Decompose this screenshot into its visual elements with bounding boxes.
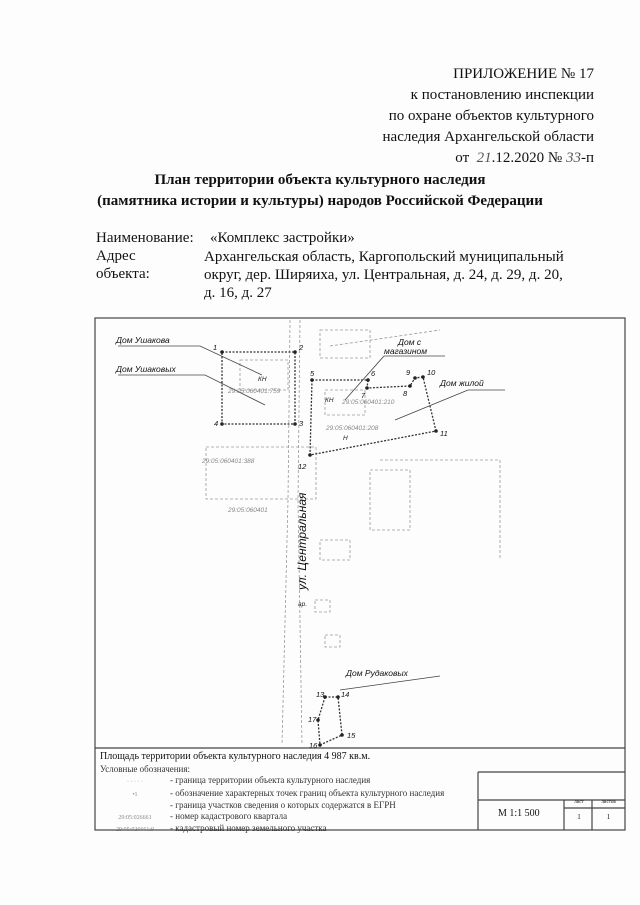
point-label: 9 [406, 368, 411, 377]
legend-text: - номер кадастрового квартала [170, 810, 288, 821]
legend-text: - граница территории объекта культурного… [170, 775, 371, 785]
legend: · · · · · - граница территории объекта ку… [100, 775, 444, 836]
legend-title: Условные обозначения: [100, 764, 191, 774]
sheet-label: лист [574, 800, 584, 805]
legend-symbol: 29:05:026661 [118, 814, 152, 821]
date-day: 21 [476, 150, 492, 166]
heritage-boundary [221, 351, 437, 746]
legend-text: - кадастровый номер земельного участка [170, 823, 327, 833]
road-abbr: ар. [298, 601, 307, 608]
page-title: План территории объекта культурного насл… [154, 172, 486, 188]
header-date: от 21.12.2020 № 33-п [383, 148, 594, 169]
address-line: округ, дер. Ширяиха, ул. Центральная, д.… [204, 267, 563, 283]
n-mark: Н [343, 435, 348, 442]
point-label: 17 [308, 715, 317, 724]
sheets-label: листов [601, 800, 616, 805]
name-label: Наименование: [96, 230, 194, 246]
point-label: 6 [371, 369, 376, 378]
legend-symbol: · · · · · [127, 779, 143, 785]
cadastral-388: 29:05:060401:388 [201, 458, 255, 465]
label-dom-zhiloy: Дом жилой [439, 378, 484, 388]
label-dom-s-magazinom: Дом с [397, 337, 422, 347]
area-text: Площадь территории объекта культурного н… [100, 751, 371, 762]
header-line: к постановлению инспекции [410, 87, 594, 103]
cadastral-759: 29:05:060401:759 [227, 388, 281, 395]
name-value: «Комплекс застройки» [210, 230, 355, 246]
legend-item: - граница участков сведения о которых со… [100, 800, 444, 811]
address-line: д. 16, д. 27 [204, 285, 272, 301]
legend-symbol: 29:05:026661:9 [115, 827, 154, 833]
legend-item: 29:05:026661:9 - кадастровый номер земель… [100, 823, 444, 836]
date-rest: .12.2020 № [491, 150, 563, 166]
label-dom-ushakova: Дом Ушакова [115, 335, 170, 345]
appendix-header: ПРИЛОЖЕНИЕ № 17 к постановлению инспекци… [383, 64, 594, 169]
point-label: 7 [361, 391, 366, 400]
point-label: 8 [403, 389, 408, 398]
cadastral-208: 29:05:060401:208 [325, 425, 379, 432]
label-dom-rudakovykh: Дом Рудаковых [345, 668, 409, 678]
legend-symbol: •1 [132, 791, 138, 798]
kn-mark: КН [325, 397, 334, 404]
parcel-boundaries [205, 319, 501, 746]
point-labels: 1 2 3 4 5 6 7 8 9 10 11 12 13 14 15 16 1… [213, 343, 448, 750]
legend-text: - граница участков сведения о которых со… [170, 800, 396, 810]
label-dom-ushakovykh: Дом Ушаковых [115, 364, 176, 374]
point-label: 4 [214, 419, 218, 428]
point-label: 12 [298, 462, 307, 471]
header-line: по охране объектов культурного [388, 108, 594, 124]
address-line: Архангельская область, Каргопольский мун… [204, 249, 564, 265]
scale-text: М 1:1 500 [498, 808, 540, 819]
leader-lines [118, 345, 505, 691]
point-label: 2 [298, 343, 304, 352]
page-subtitle: (памятника истории и культуры) народов Р… [97, 193, 543, 209]
doc-suffix: -п [580, 150, 594, 166]
sheets-count: 1 [606, 813, 611, 821]
point-label: 10 [427, 368, 436, 377]
legend-item: 29:05:026661 - номер кадастрового квартал… [100, 811, 444, 824]
date-prefix: от [455, 150, 470, 166]
point-label: 14 [341, 690, 349, 699]
address-label: объекта: [96, 266, 150, 282]
point-label: 5 [310, 369, 315, 378]
point-label: 1 [213, 343, 217, 352]
point-label: 3 [299, 419, 304, 428]
doc-number: 33 [565, 150, 581, 166]
address-label: Адрес [96, 248, 136, 264]
label-dom-s-magazinom-2: магазином [384, 346, 427, 356]
point-label: 11 [440, 429, 448, 438]
cadastral-quarter: 29:05:060401 [227, 507, 268, 514]
characteristic-points [220, 350, 438, 747]
address-value: Архангельская область, Каргопольский мун… [204, 248, 564, 302]
map-frame [94, 317, 626, 831]
cadastral-210: 29:05:060401:210 [341, 399, 395, 406]
point-label: 15 [347, 731, 356, 740]
legend-item: · · · · · - граница территории объекта ку… [100, 775, 444, 788]
kn-mark: КН [258, 376, 267, 383]
point-label: 16 [309, 741, 318, 750]
legend-item: •1 - обозначение характерных точек границ… [100, 788, 444, 801]
header-line: наследия Архангельской области [382, 129, 594, 145]
legend-text: - обозначение характерных точек границ о… [170, 787, 445, 798]
street-label: ул. Центральная [295, 492, 309, 591]
sheet-number: 1 [577, 813, 581, 821]
point-label: 13 [316, 690, 325, 699]
appendix-number: ПРИЛОЖЕНИЕ № 17 [453, 66, 594, 82]
